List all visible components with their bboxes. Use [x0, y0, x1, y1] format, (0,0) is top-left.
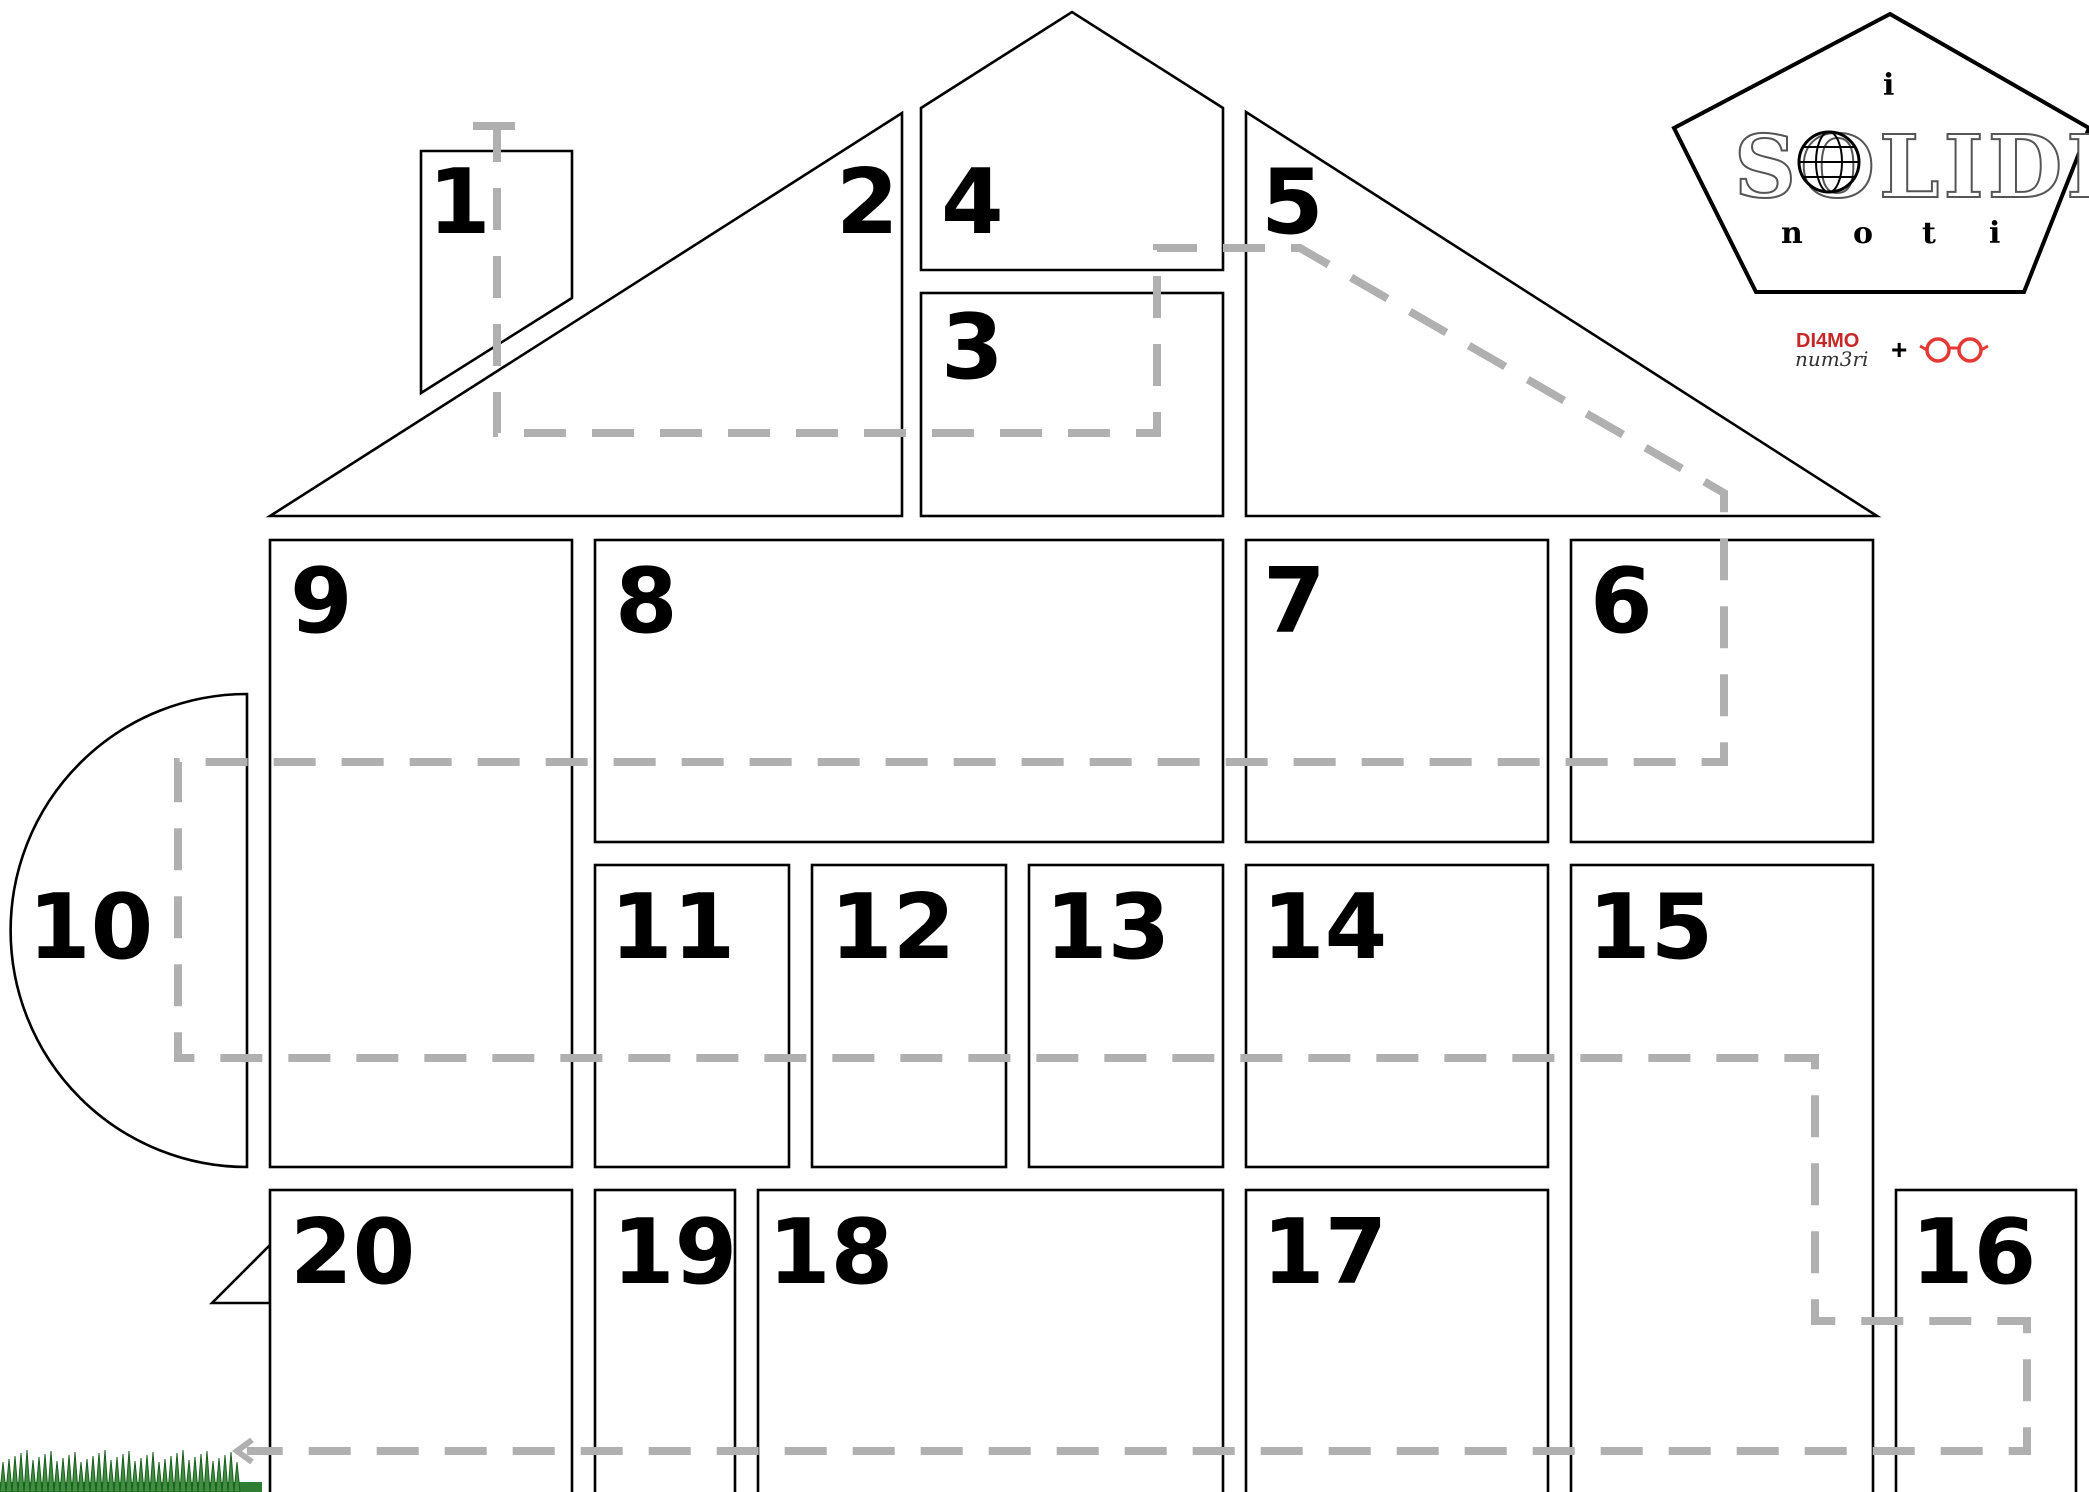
brand-plus: + — [1891, 334, 1907, 365]
logo-letter-o: o — [1853, 216, 1873, 251]
cell-label-9: 9 — [290, 549, 353, 654]
cell-label-6: 6 — [1590, 549, 1653, 654]
cell-label-13: 13 — [1045, 875, 1170, 980]
cell-label-11: 11 — [610, 875, 735, 980]
cell-label-18: 18 — [768, 1200, 893, 1305]
step-triangle — [212, 1245, 270, 1303]
cell-8[interactable] — [595, 540, 1223, 842]
cell-label-15: 15 — [1588, 875, 1713, 980]
glasses-icon — [1920, 339, 1988, 361]
cell-label-3: 3 — [941, 295, 1004, 400]
logo-letter-i: i — [1989, 216, 2000, 251]
cell-label-1: 1 — [428, 150, 491, 255]
cell-label-17: 17 — [1262, 1200, 1387, 1305]
logo-letter-n: n — [1781, 216, 1803, 251]
cell-label-2: 2 — [836, 150, 899, 255]
cell-label-14: 14 — [1262, 875, 1387, 980]
cell-label-16: 16 — [1911, 1200, 2036, 1305]
cell-label-4: 4 — [941, 150, 1004, 255]
logo: i SOLIDI n o t i — [1674, 14, 2089, 292]
logo-letter-t: t — [1922, 216, 1936, 251]
brand: DI4MO num3ri + — [1795, 330, 1988, 371]
brand-line2: num3ri — [1795, 347, 1868, 371]
cell-label-12: 12 — [830, 875, 955, 980]
cell-label-8: 8 — [615, 549, 678, 654]
cell-label-5: 5 — [1261, 150, 1324, 255]
cell-label-20: 20 — [290, 1200, 415, 1305]
cell-label-7: 7 — [1263, 549, 1326, 654]
cell-2[interactable] — [270, 113, 902, 516]
cell-label-19: 19 — [612, 1200, 737, 1305]
grass-icon — [0, 1450, 262, 1492]
logo-top-letter: i — [1883, 68, 1894, 103]
cell-label-10: 10 — [28, 875, 153, 980]
logo-title: SOLIDI — [1734, 117, 2089, 218]
